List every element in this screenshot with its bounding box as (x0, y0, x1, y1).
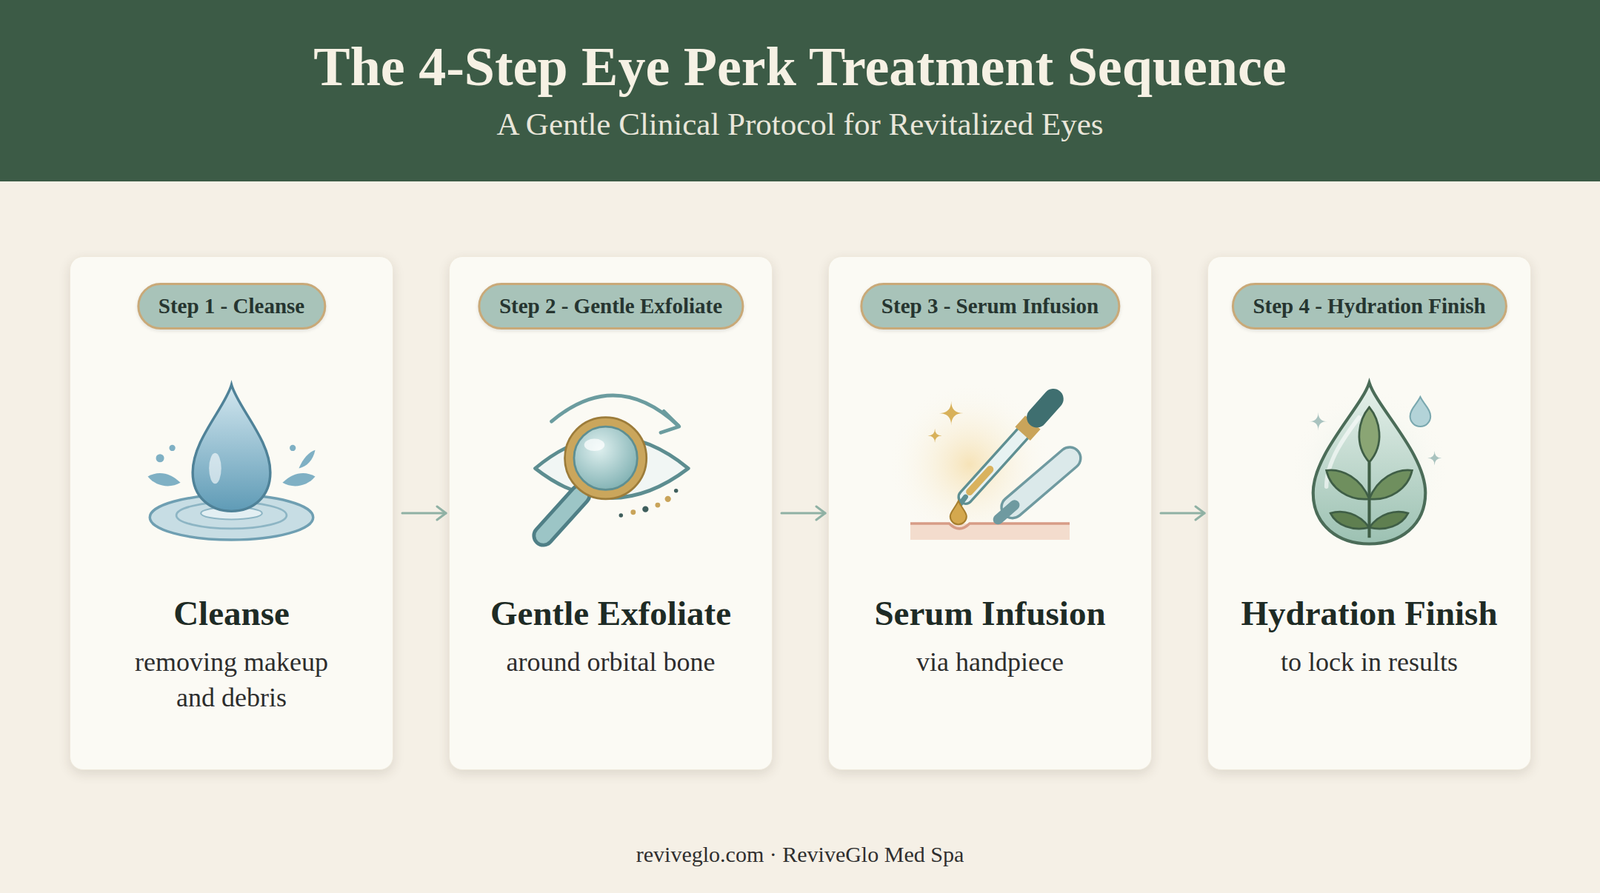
skin (910, 523, 1070, 540)
hydration-leaf-icon (1289, 382, 1449, 550)
highlight (208, 453, 222, 484)
lens-handle (543, 494, 581, 536)
step-heading: Gentle Exfoliate (449, 591, 772, 635)
serum-dropper-icon (888, 382, 1070, 546)
flow-arrow (1160, 512, 1205, 515)
small-drop (1410, 397, 1432, 427)
splash (148, 473, 181, 487)
step-heading: Cleanse (70, 591, 393, 635)
step-description: removing makeup and debris (120, 644, 343, 716)
step-description: to lock in results (1258, 644, 1481, 680)
dropper-tip (959, 497, 966, 506)
flow-arrow (402, 512, 446, 515)
rotation-arrow (551, 395, 679, 426)
lens-handle (543, 494, 581, 536)
halo (1289, 389, 1449, 549)
handpiece-tip (998, 505, 1015, 520)
leaf (1369, 511, 1409, 529)
step-card: Hydration Finish to lock in results Step 4… (1207, 256, 1532, 771)
step-heading: Hydration Finish (1208, 591, 1531, 635)
lens-ring (564, 417, 646, 500)
eye-outline (535, 437, 689, 499)
highlight (584, 439, 606, 452)
step-badge: Step 4 - Hydration Finish (1231, 282, 1507, 330)
step-heading: Serum Infusion (828, 591, 1152, 635)
step-description: around orbital bone (500, 644, 723, 680)
drop (192, 385, 271, 512)
step-badge-label: Step 3 - Serum Infusion (881, 285, 1099, 328)
glow (888, 382, 1052, 546)
splash (168, 445, 175, 452)
dot (665, 496, 672, 503)
header-band (0, 0, 1600, 182)
handpiece (1012, 458, 1070, 508)
step-card: Serum Infusion via handpiece Step 3 - Seru… (828, 256, 1152, 771)
footer-credit: reviveglo.com · ReviveGlo Med Spa (0, 840, 1600, 869)
leaf (1359, 407, 1380, 463)
step-badge-label: Step 4 - Hydration Finish (1252, 285, 1486, 328)
leaf (1369, 470, 1413, 500)
eye-lens-icon (535, 395, 689, 537)
step-card: Gentle Exfoliate around orbital bone Step … (448, 256, 773, 771)
stem (1367, 462, 1371, 538)
lens-glass (574, 426, 638, 490)
flow-arrow (781, 512, 826, 515)
dropper-collar (1022, 422, 1034, 435)
sparkle (927, 428, 942, 443)
serum-droplet (950, 501, 967, 526)
splash (156, 454, 165, 463)
leaf (1330, 511, 1369, 529)
leaf (1326, 470, 1370, 500)
dot (654, 502, 660, 509)
handpiece (1012, 458, 1070, 508)
dropper-bulb (1037, 399, 1054, 418)
highlight (1326, 417, 1360, 488)
ripple (200, 507, 263, 520)
dot (674, 488, 679, 494)
step-badge: Step 3 - Serum Infusion (860, 282, 1120, 330)
serum-liquid (969, 469, 991, 492)
splash (298, 450, 315, 469)
sparkle (1308, 412, 1328, 432)
sparkle (1427, 451, 1442, 466)
step-badge: Step 2 - Gentle Exfoliate (477, 282, 744, 330)
step-badge: Step 1 - Cleanse (137, 282, 326, 330)
ripple (176, 502, 287, 529)
splash (282, 473, 315, 487)
dot (642, 505, 649, 512)
dot (619, 513, 624, 518)
step-badge-label: Step 1 - Cleanse (158, 285, 305, 328)
ripple (149, 494, 313, 540)
rotation-arrowhead (660, 411, 680, 433)
water-drop-icon (148, 385, 316, 540)
step-badge-label: Step 2 - Gentle Exfoliate (499, 285, 723, 328)
dropper-tube (965, 434, 1023, 498)
skin-line (910, 523, 1070, 529)
drop (1313, 382, 1426, 545)
step-description: via handpiece (879, 644, 1102, 680)
sparkle (939, 401, 964, 426)
splash (289, 445, 296, 452)
dropper-tube (965, 434, 1023, 498)
dot (630, 509, 636, 515)
step-card: Cleanse removing makeup and debris Step 1 … (69, 256, 394, 771)
